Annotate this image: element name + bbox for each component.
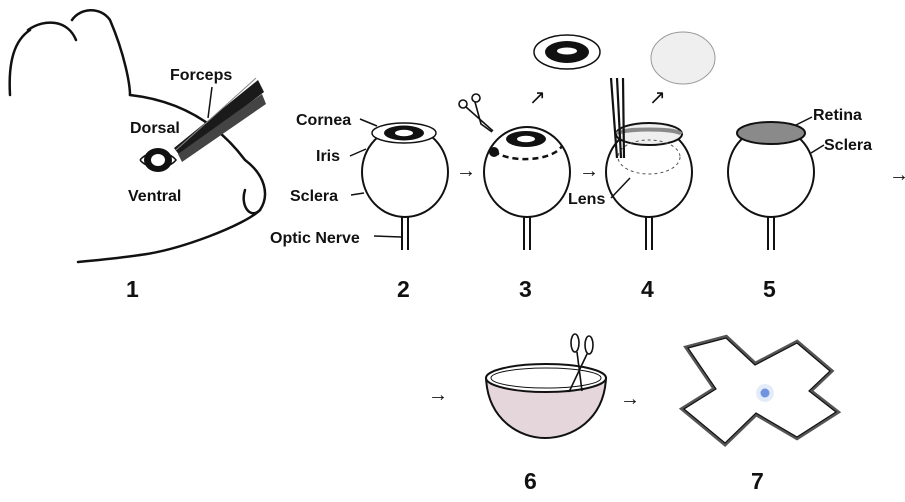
label-sclera: Sclera: [290, 188, 338, 205]
retina: [737, 122, 805, 144]
forceps-pointer: [208, 87, 212, 118]
step-number-7: 7: [751, 468, 764, 494]
step-number-4: 4: [641, 276, 654, 302]
pupil: [517, 136, 535, 142]
mouse-ear-back: [28, 23, 76, 40]
label-optic-nerve: Optic Nerve: [270, 230, 360, 247]
step-number-6: 6: [524, 468, 537, 494]
arrow-right: →: [456, 160, 476, 182]
eye-step-4: [606, 123, 692, 250]
label-cornea: Cornea: [296, 112, 351, 129]
mouse-head-back: [10, 30, 30, 95]
bowl: [486, 364, 606, 438]
mouse-eye: [140, 148, 176, 172]
arrow-up-right: ↗: [529, 87, 546, 109]
arrow-right: →: [889, 164, 905, 186]
mouse-jaw: [140, 210, 260, 255]
eye-step-2: [362, 123, 448, 250]
mouse-neck: [78, 255, 140, 262]
forceps-icon: [174, 78, 266, 162]
label-lens: Lens: [568, 191, 605, 208]
eye-step-3: [484, 127, 570, 250]
flat-retina: [684, 338, 836, 443]
eye-step-5: [728, 122, 814, 250]
label-forceps: Forceps: [170, 67, 232, 84]
step-number-3: 3: [519, 276, 532, 302]
label-iris: Iris: [316, 148, 340, 165]
label-ventral: Ventral: [128, 188, 181, 205]
arrow-right: →: [620, 388, 640, 410]
mouse-ear-front: [72, 10, 130, 95]
scissors-icon: [459, 94, 493, 132]
label-retina: Retina: [813, 107, 862, 124]
removed-cornea: [534, 35, 600, 69]
puncture-hole: [489, 147, 499, 157]
removed-lens: [651, 32, 715, 84]
pupil: [395, 130, 413, 136]
label-sclera-right: Sclera: [824, 137, 872, 154]
arrow-up-right: ↗: [649, 87, 666, 109]
step-number-2: 2: [397, 276, 410, 302]
step-number-1: 1: [126, 276, 139, 302]
step-number-5: 5: [763, 276, 776, 302]
label-dorsal: Dorsal: [130, 120, 180, 137]
eyecup-opening: [616, 123, 682, 145]
arrow-right: →: [428, 384, 448, 406]
arrow-right: →: [579, 160, 599, 182]
